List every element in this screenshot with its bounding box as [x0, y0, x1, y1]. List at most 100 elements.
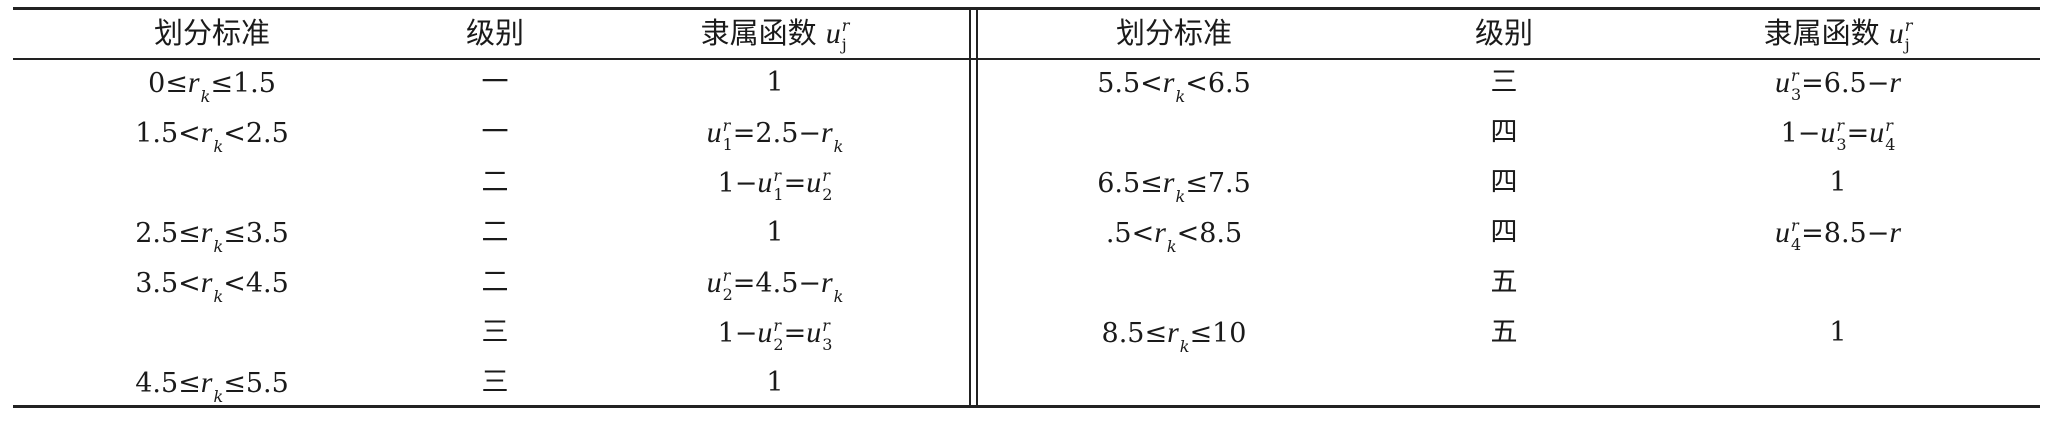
membership-cell: 1: [1829, 158, 1846, 208]
criterion-cell: 1.5<rk<2.5: [135, 108, 289, 158]
text-token: ≤10: [1189, 318, 1247, 349]
text-token: =: [783, 168, 807, 199]
level-cell: 二: [481, 217, 509, 248]
text-token: =: [1846, 118, 1870, 149]
level-cell: 二: [481, 167, 509, 198]
subscript: k: [213, 137, 224, 156]
math-symbol: rk: [1163, 58, 1185, 122]
superscript: r: [773, 315, 782, 335]
text-token: ≤1.5: [210, 68, 276, 99]
superscript: r: [841, 16, 850, 35]
math-variable: r: [1889, 66, 1902, 99]
math-variable: u: [1820, 116, 1836, 149]
text-token: 1: [766, 367, 784, 398]
text-token: 1−: [717, 168, 758, 199]
criterion-cell: 6.5≤rk≤7.5: [1097, 158, 1251, 208]
math-variable: r: [820, 266, 833, 299]
math-variable: u: [1774, 66, 1790, 99]
text-token: <8.5: [1176, 218, 1243, 249]
level-cell: 一: [481, 117, 509, 148]
superscript: r: [1790, 65, 1799, 85]
math-symbol: rk: [201, 208, 223, 272]
level-cell: 二: [481, 267, 509, 298]
math-symbol: rk: [1167, 308, 1189, 372]
math-variable: u: [757, 166, 773, 199]
level-cell: 四: [1490, 167, 1518, 198]
level-cell: 三: [481, 317, 509, 348]
text-token: ≤3.5: [223, 218, 289, 249]
column-divider-right: [976, 8, 978, 408]
math-variable: u: [825, 17, 841, 50]
math-variable: u: [806, 166, 822, 199]
header-criterion: 划分标准: [153, 16, 271, 50]
superscript: r: [822, 315, 830, 335]
math-variable: r: [1162, 66, 1175, 99]
math-variable: u: [757, 316, 773, 349]
subscript: k: [213, 287, 224, 306]
subscript: 3: [1790, 84, 1802, 104]
text-token: ≤5.5: [223, 368, 289, 399]
superscript: r: [722, 115, 731, 135]
text-token: 4.5≤: [135, 368, 201, 399]
text-token: <6.5: [1185, 68, 1251, 99]
math-variable: r: [200, 216, 213, 249]
subscript: 4: [1790, 234, 1802, 254]
text-token: .5<: [1105, 218, 1155, 249]
level-cell: 三: [481, 367, 509, 398]
math-symbol: rk: [201, 108, 223, 172]
criterion-cell: 8.5≤rk≤10: [1102, 308, 1247, 358]
math-symbol: r: [1889, 208, 1901, 259]
subscript: k: [1175, 87, 1186, 106]
criterion-cell: 4.5≤rk≤5.5: [135, 358, 289, 408]
math-symbol: rk: [821, 258, 843, 322]
superscript: r: [773, 165, 782, 185]
subscript: 2: [822, 184, 833, 204]
header-rule: [13, 58, 2040, 60]
criterion-cell: 5.5<rk<6.5: [1097, 58, 1251, 108]
math-variable: r: [200, 116, 213, 149]
text-token: 3.5<: [135, 268, 201, 299]
math-variable: r: [200, 366, 213, 399]
bottom-rule: [13, 405, 2040, 408]
math-symbol: rk: [201, 358, 223, 422]
text-token: 6.5≤: [1097, 168, 1163, 199]
membership-cell: 1: [1829, 308, 1846, 358]
subscript: k: [1175, 187, 1186, 206]
superscript: r: [1904, 16, 1913, 35]
membership-cell: 1: [766, 208, 783, 258]
criterion-cell: .5<rk<8.5: [1106, 208, 1242, 258]
text-token: =4.5−: [732, 268, 821, 299]
level-cell: 一: [481, 67, 509, 98]
math-variable: u: [706, 266, 722, 299]
criterion-cell: 2.5≤rk≤3.5: [135, 208, 289, 258]
math-variable: r: [1162, 166, 1175, 199]
math-variable: r: [187, 66, 200, 99]
header-level: 级别: [1474, 16, 1534, 50]
math-variable: r: [1154, 216, 1166, 249]
math-symbol: rk: [1154, 208, 1176, 272]
text-token: =: [783, 318, 807, 349]
text-token: 1−: [717, 318, 758, 349]
level-cell: 五: [1490, 267, 1518, 298]
math-variable: u: [1774, 216, 1790, 249]
math-symbol: rk: [821, 108, 843, 172]
